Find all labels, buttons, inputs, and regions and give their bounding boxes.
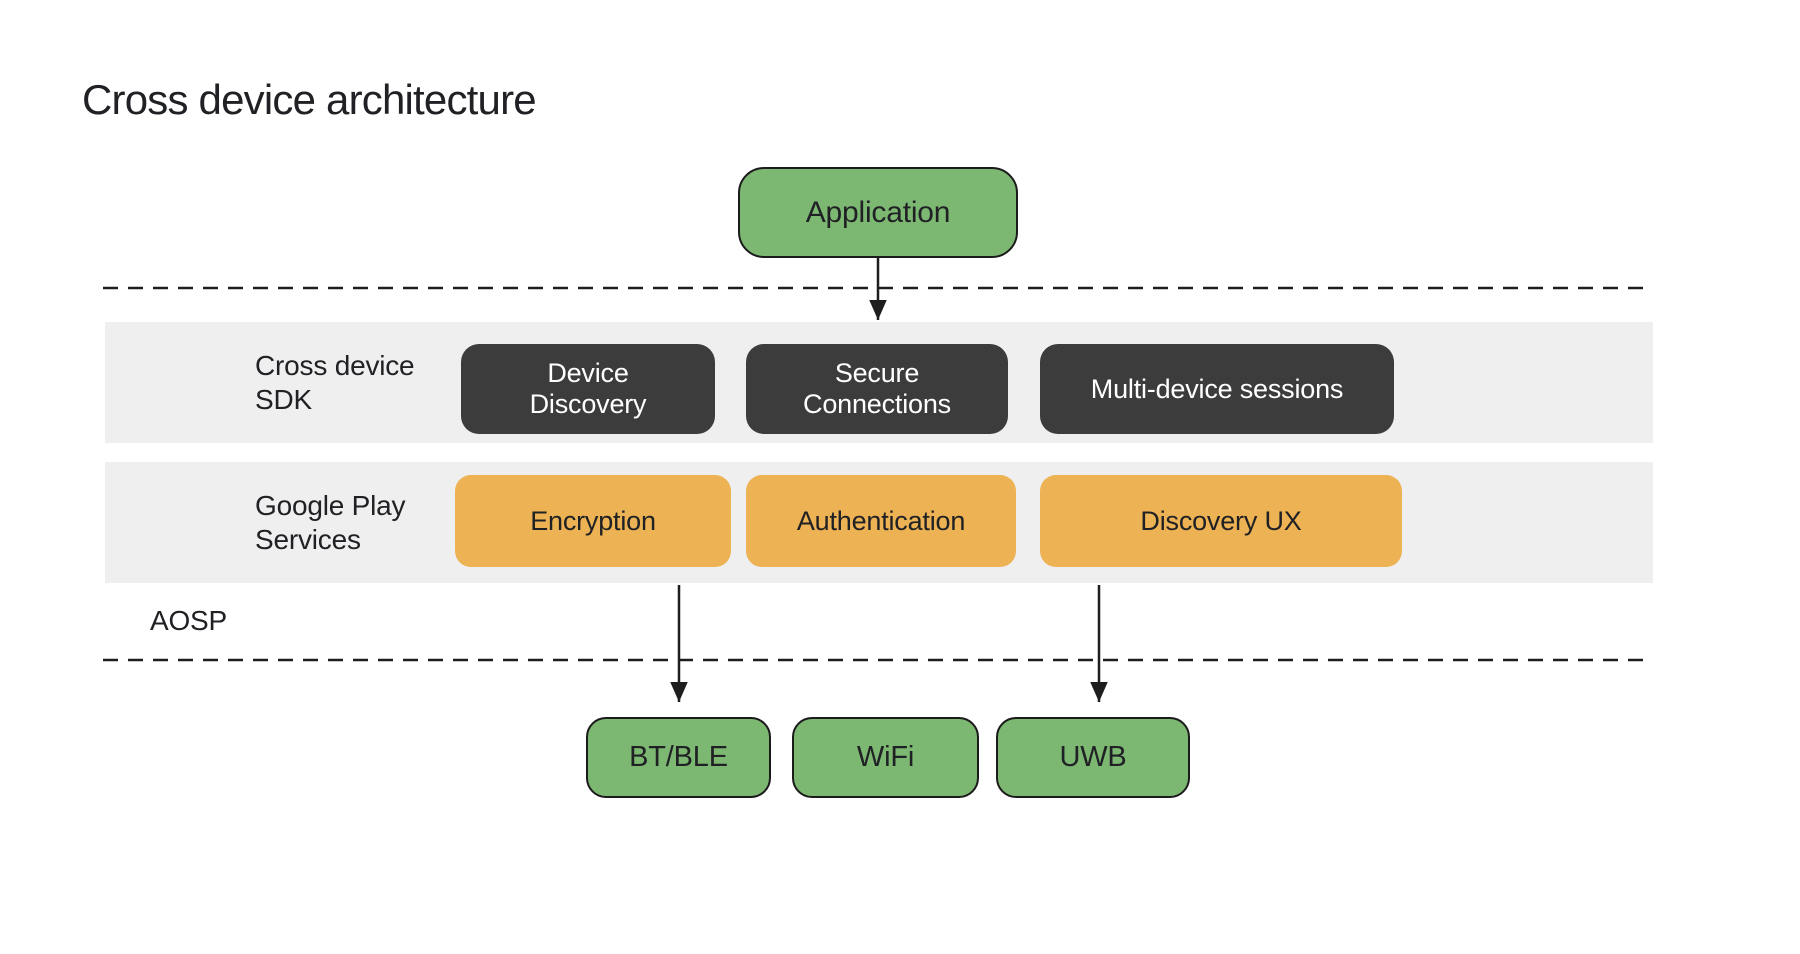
node-secure-connections: Secure Connections <box>746 344 1008 434</box>
node-encryption: Encryption <box>455 475 731 567</box>
node-label-line: Device <box>547 358 629 388</box>
layer-label-aosp: AOSP <box>150 605 228 636</box>
node-label: UWB <box>1059 741 1127 773</box>
node-label: Authentication <box>796 505 966 536</box>
node-label: WiFi <box>856 741 915 773</box>
node-multi-device-sessions: Multi-device sessions <box>1040 344 1394 434</box>
page-title: Cross device architecture <box>82 76 537 123</box>
node-discovery-ux: Discovery UX <box>1040 475 1402 567</box>
node-bt-ble: BT/BLE <box>586 717 771 798</box>
layer-label-line: SDK <box>255 383 312 415</box>
node-label: Multi-device sessions <box>1090 373 1344 404</box>
node-authentication: Authentication <box>746 475 1016 567</box>
node-application: Application <box>738 167 1018 258</box>
layer-label-line: Google Play <box>255 489 406 521</box>
node-label-line: Secure <box>834 358 920 388</box>
layer-label-line: Cross device <box>255 349 415 381</box>
layer-label-cross-device-sdk: Cross device SDK <box>255 349 415 417</box>
node-label: Discovery UX <box>1140 505 1302 536</box>
node-wifi: WiFi <box>792 717 979 798</box>
node-label: BT/BLE <box>629 741 728 773</box>
node-label: Application <box>805 195 951 229</box>
node-label: Encryption <box>530 505 656 536</box>
node-label-line: Connections <box>803 389 951 419</box>
layer-label-line: Services <box>255 523 361 555</box>
layer-label-google-play-services: Google Play Services <box>255 489 406 557</box>
node-uwb: UWB <box>996 717 1190 798</box>
node-device-discovery: Device Discovery <box>461 344 715 434</box>
node-label-line: Discovery <box>529 389 647 419</box>
